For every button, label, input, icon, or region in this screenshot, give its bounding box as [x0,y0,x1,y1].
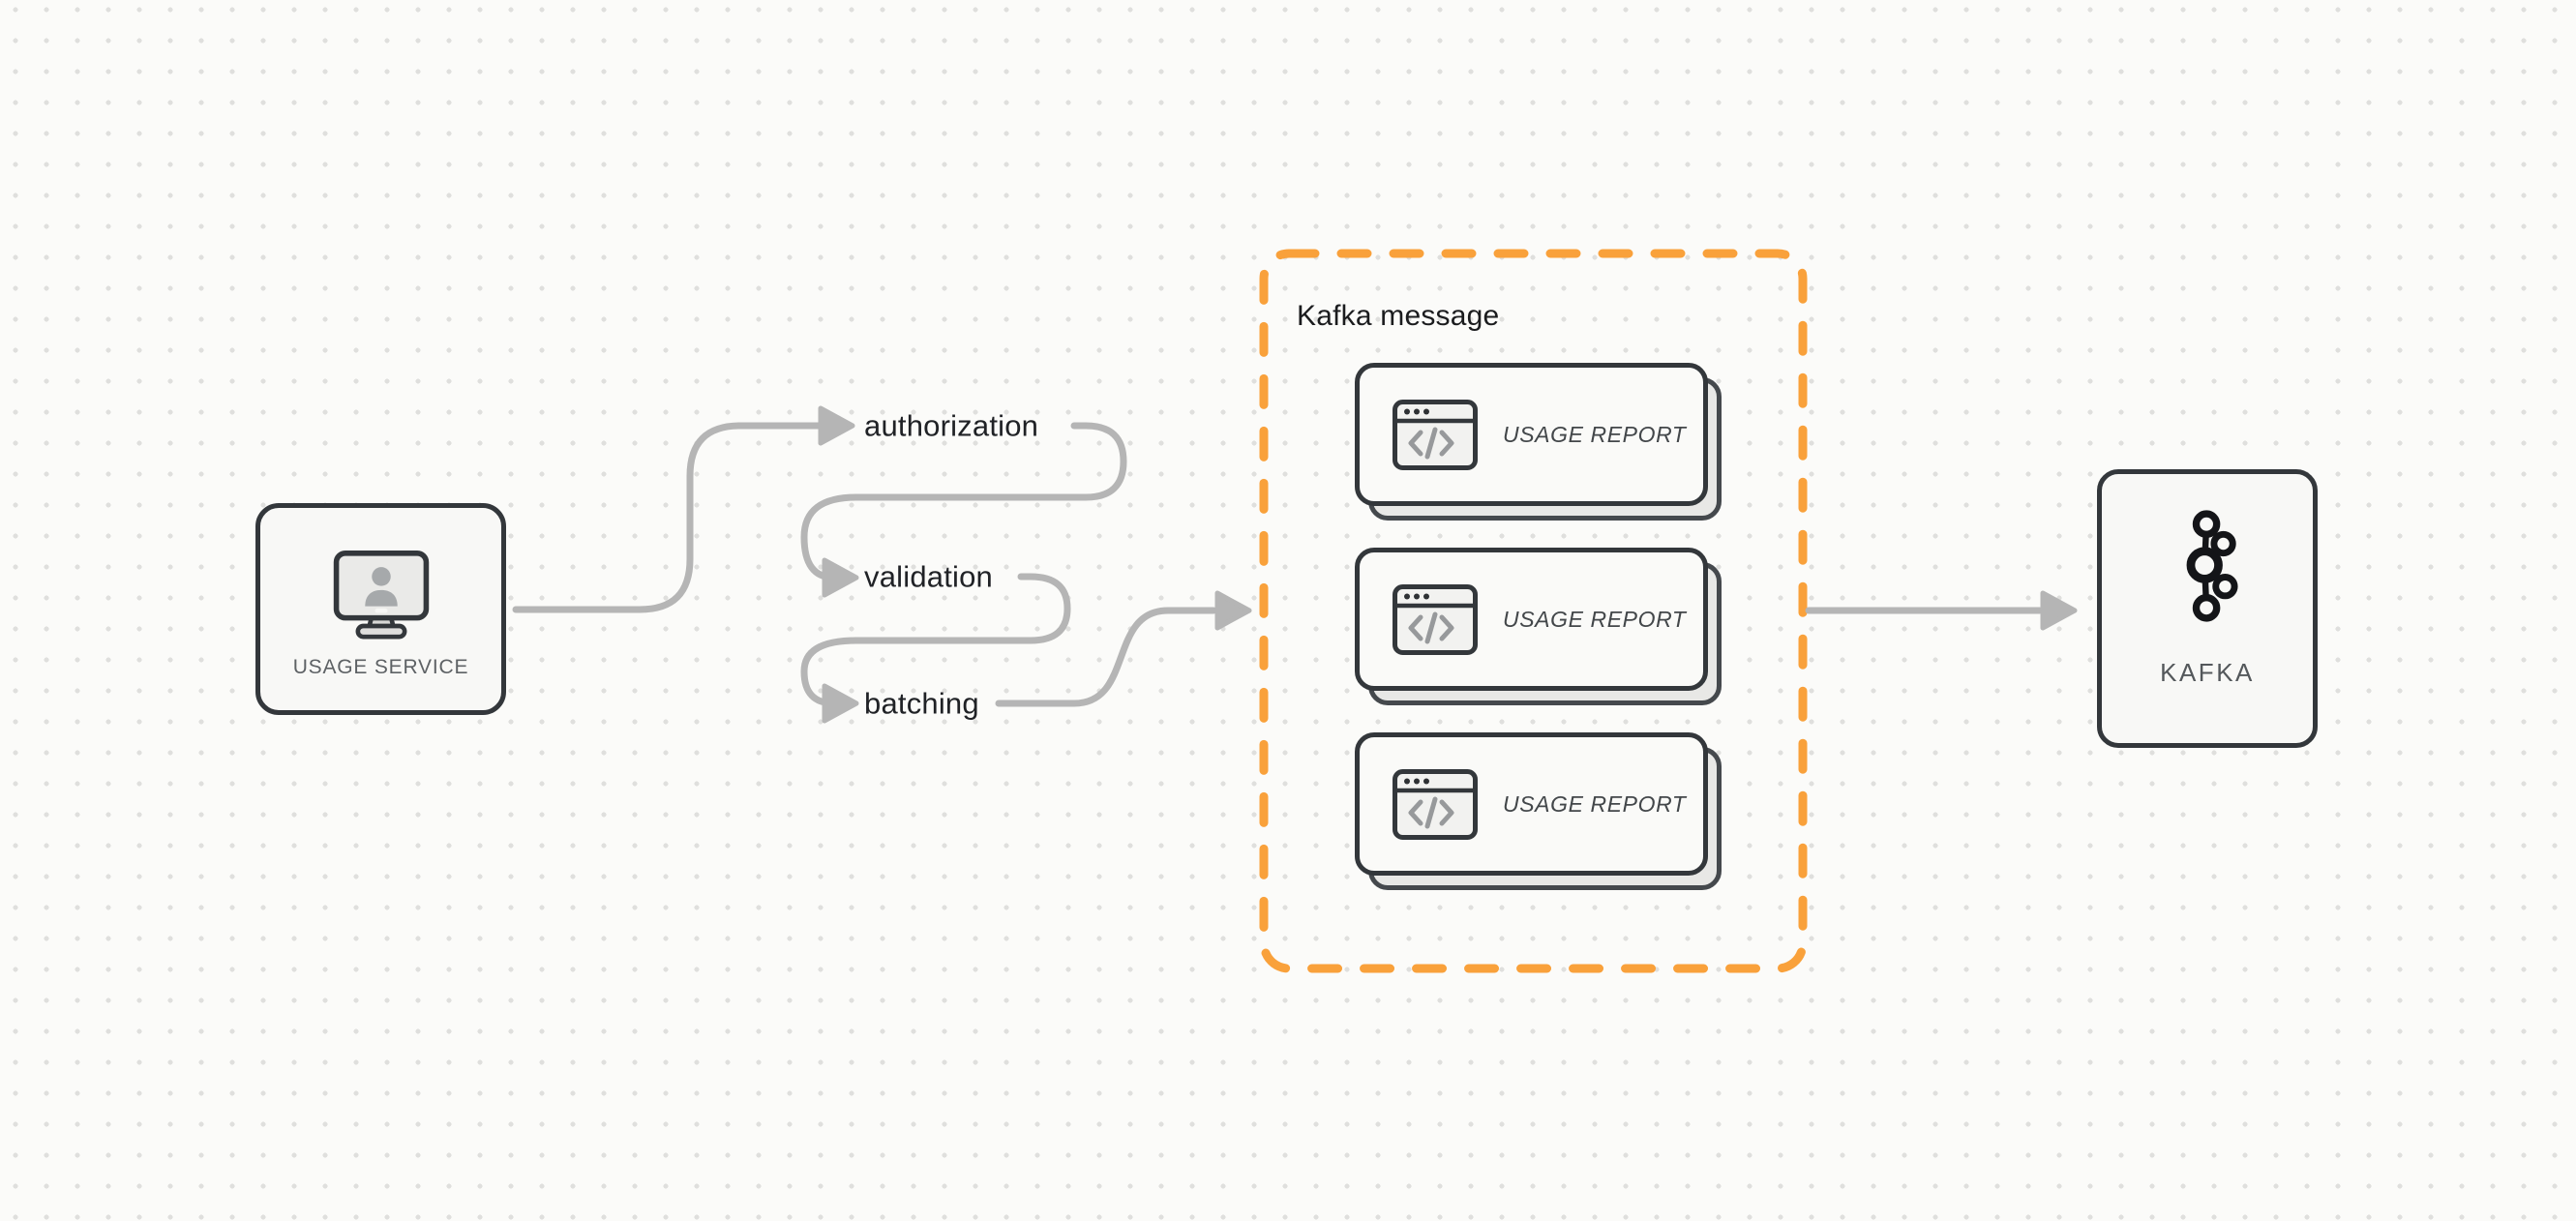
arrowhead-batching [822,683,859,724]
connector-usage-to-authorization [512,422,823,613]
usage-report-label: USAGE REPORT [1503,421,1687,447]
kafka-message-dashed-frame[interactable] [1259,249,1808,973]
connector-authorization-to-validation [800,422,1127,581]
usage-report-card[interactable]: USAGE REPORT [1355,548,1722,705]
kafka-message-title: Kafka message [1297,300,1500,332]
kafka-label: KAFKA [2160,658,2255,687]
step-label-validation: validation [864,559,993,594]
arrowheads [818,405,2078,724]
usage-report-card[interactable]: USAGE REPORT [1355,732,1722,890]
step-label-authorization: authorization [864,408,1039,443]
arrowhead-validation [822,557,859,598]
card-front[interactable]: USAGE REPORT [1355,732,1708,876]
kafka-logo-icon [2186,510,2238,622]
connector-paths [512,422,2044,707]
monitor-user-icon [333,550,429,639]
usage-service-node[interactable]: USAGE SERVICE [255,503,506,715]
usage-report-label: USAGE REPORT [1503,606,1687,632]
connector-validation-to-batching [800,573,1071,707]
kafka-node[interactable]: KAFKA [2097,469,2318,748]
usage-report-card[interactable]: USAGE REPORT [1355,363,1722,521]
usage-report-label: USAGE REPORT [1503,790,1687,817]
code-window-icon [1393,583,1478,655]
code-window-icon [1393,399,1478,470]
card-front[interactable]: USAGE REPORT [1355,548,1708,691]
connector-batching-to-frame [995,607,1217,707]
arrowhead-into-frame [1214,590,1252,631]
step-label-batching: batching [864,686,979,721]
card-front[interactable]: USAGE REPORT [1355,363,1708,506]
arrowhead-into-kafka [2040,590,2078,631]
arrowhead-authorization [818,405,855,446]
usage-service-label: USAGE SERVICE [292,655,469,678]
code-window-icon [1393,768,1478,840]
